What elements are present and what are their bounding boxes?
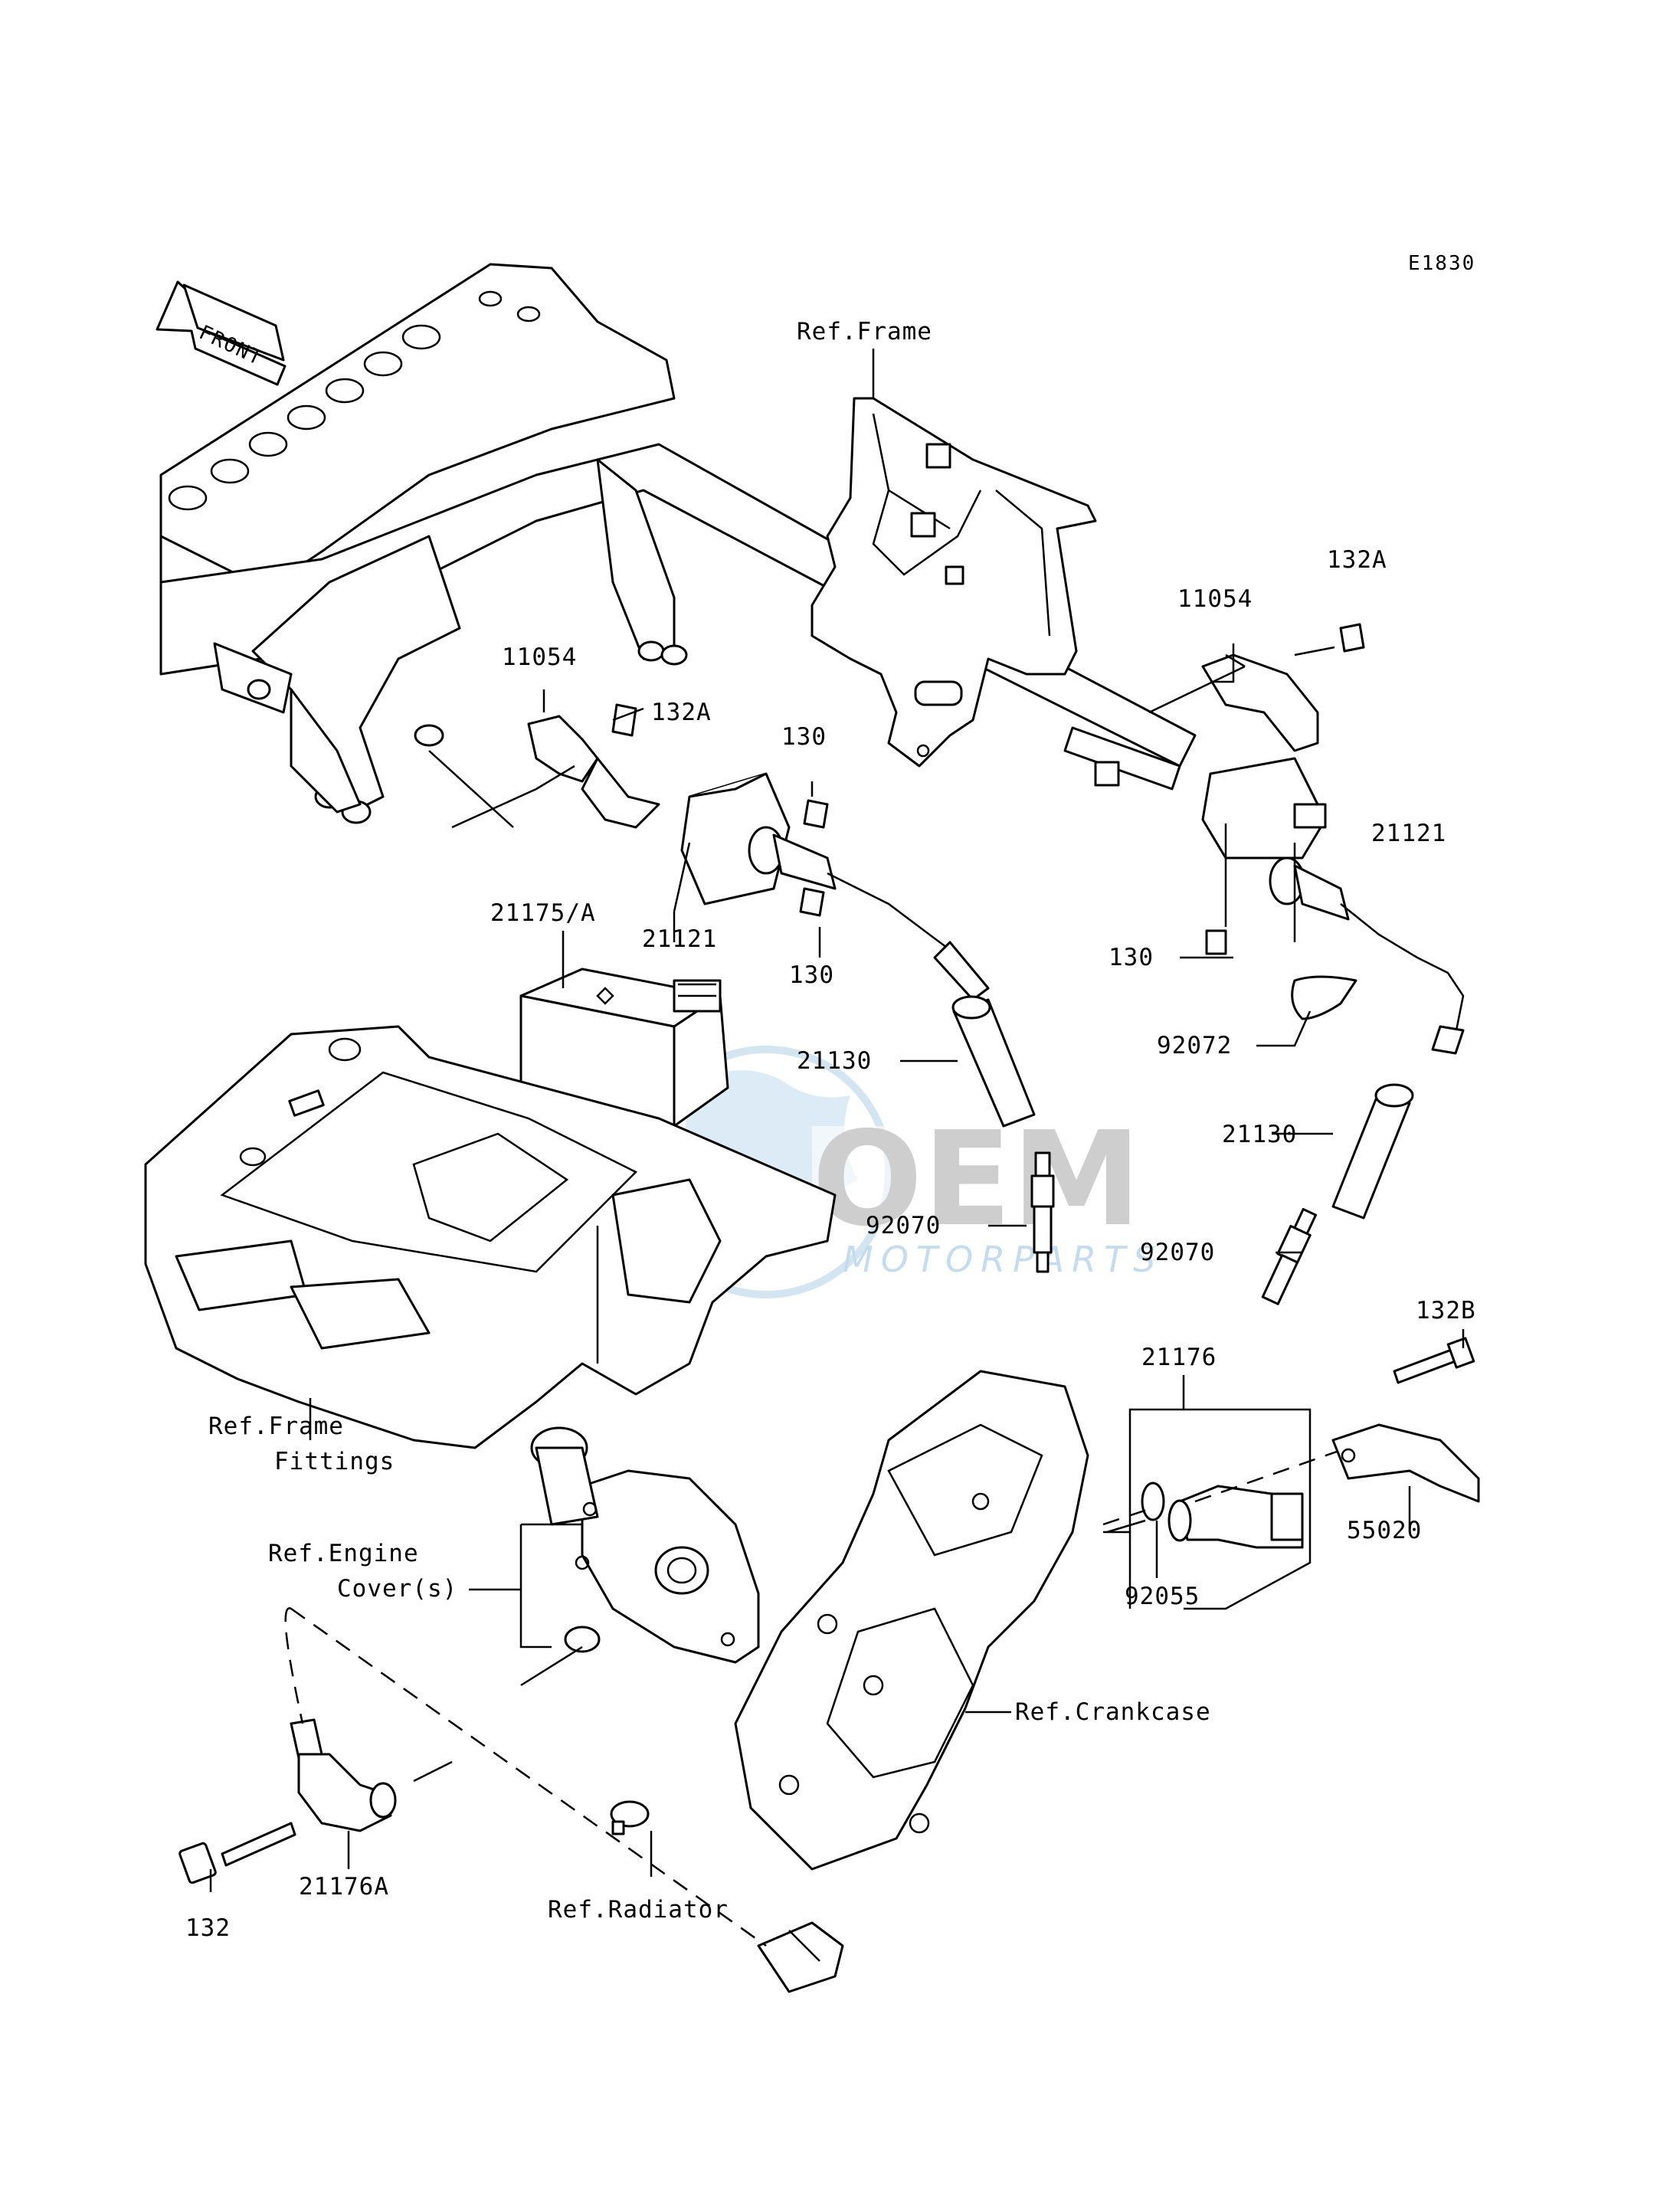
label-132A-right: 132A [1327,546,1387,574]
bracket-11054-left [527,715,599,783]
crankcase [734,1370,1089,1871]
leader-lines [209,349,1465,1892]
label-ref-engine-cover-1: Ref.Engine [268,1540,419,1567]
label-11054-right: 11054 [1177,585,1253,613]
watermark-sub: MOTORPARTS [843,1239,1163,1280]
plug-cap-right [1331,1083,1414,1220]
label-ref-frame-top: Ref.Frame [797,318,932,345]
front-arrow-icon: FRONT [156,280,287,386]
frame-fittings-tray [144,1025,837,1449]
label-92055: 92055 [1125,1583,1200,1610]
sensor-21176A [290,1718,397,1832]
main-frame [159,263,1197,824]
label-21121-left: 21121 [642,925,717,953]
label-132B: 132B [1416,1297,1476,1324]
label-132A-left: 132A [651,699,712,726]
bracket-11054-right [1201,653,1319,752]
bolt-130-right [1205,929,1227,955]
labels: E1830 Ref.Frame 11054 132A 11054 132A 13… [185,252,1476,1942]
clamp-92072 [1291,975,1357,1020]
bolt-130-left-bottom [799,887,825,917]
label-21130-left: 21130 [797,1047,872,1075]
bolt-132A-left [611,703,637,737]
label-92070-left: 92070 [866,1212,941,1239]
radiator-clip [610,1800,650,1835]
spark-plug-right [1261,1207,1318,1305]
engine-cover [530,1426,760,1664]
harness-connector [757,1921,844,1993]
harness-dashed [284,1450,1338,1947]
plug-cap-left [951,995,1036,1128]
label-130-right: 130 [1109,944,1154,971]
o-ring-cover [564,1626,601,1653]
label-92070-right: 92070 [1140,1239,1215,1266]
label-ref-crankcase: Ref.Crankcase [1015,1698,1211,1726]
bolt-132B [1393,1337,1475,1384]
bolt-130-left-top [803,799,829,829]
label-132: 132 [185,1914,231,1942]
diagram-code: E1830 [1408,252,1475,275]
label-ref-engine-cover-2: Cover(s) [337,1575,457,1603]
watermark: OEM MOTORPARTS [640,1046,1163,1298]
label-130-left-bottom: 130 [789,961,834,989]
label-21175A: 21175/A [490,899,596,927]
label-11054-left: 11054 [502,643,577,671]
label-ref-radiator: Ref.Radiator [548,1896,729,1924]
o-ring-92055 [1141,1482,1165,1521]
label-21121-right: 21121 [1371,820,1446,847]
label-92072: 92072 [1157,1032,1232,1059]
spark-plug-left [1030,1151,1055,1273]
frame-bracket [811,397,1097,768]
ignition-coil-right [1201,623,1465,1055]
watermark-main: OEM [812,1104,1141,1256]
label-ref-frame-fittings-2: Fittings [274,1448,395,1475]
ignition-coil-left [527,703,990,1001]
label-21176: 21176 [1141,1344,1217,1371]
bracket-55020 [1331,1423,1480,1503]
bolt-132 [178,1822,296,1884]
bolt-132A-right [1339,623,1365,653]
label-21130-right: 21130 [1222,1121,1297,1148]
label-ref-frame-fittings-1: Ref.Frame [208,1413,344,1440]
label-130-left-top: 130 [781,723,827,751]
label-21176A: 21176A [299,1873,389,1901]
label-55020: 55020 [1347,1517,1422,1544]
sensor-21176 [1141,1482,1304,1549]
